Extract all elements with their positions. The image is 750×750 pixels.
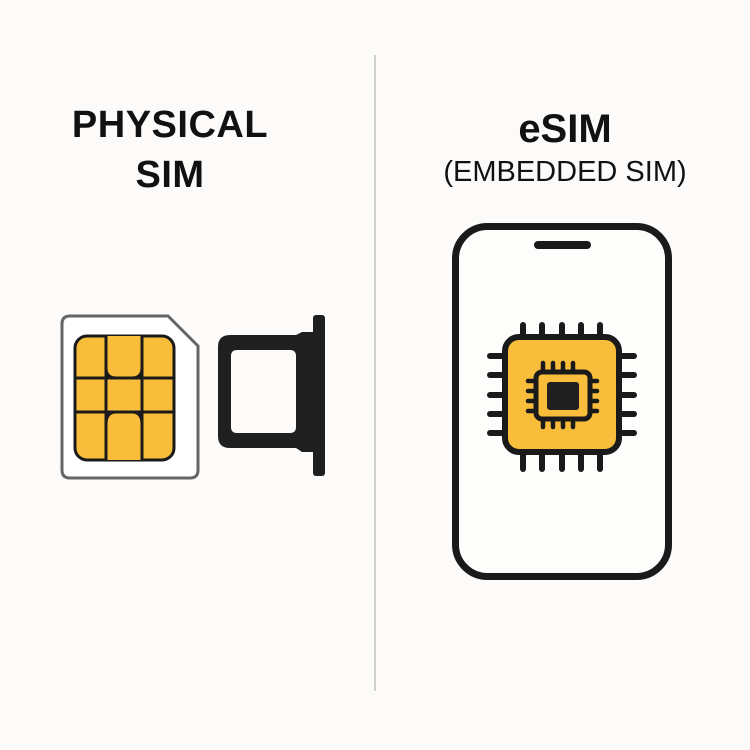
speaker-slot: [534, 241, 591, 249]
sim-chip-contacts: [73, 334, 176, 462]
esim-subtitle: (EMBEDDED SIM): [443, 156, 687, 188]
embedded-chip-icon: [487, 322, 637, 472]
physical-sim-title-line2: SIM: [135, 154, 205, 196]
physical-sim-title-line1: PHYSICAL: [71, 104, 269, 146]
sim-card-icon: [60, 314, 200, 480]
esim-title: eSIM: [518, 107, 612, 151]
sim-tray-icon: [218, 315, 325, 476]
center-divider: [374, 55, 376, 691]
physical-sim-title: PHYSICAL SIM: [40, 100, 300, 200]
